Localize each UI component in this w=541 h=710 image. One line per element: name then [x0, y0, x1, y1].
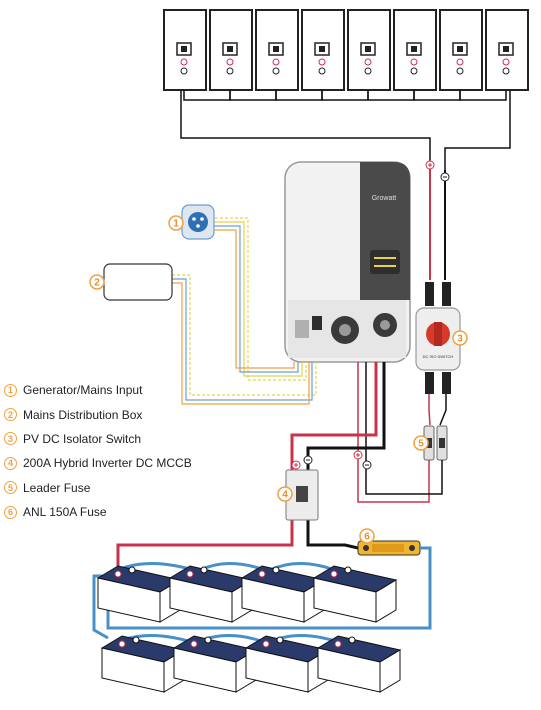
marker-6: 6	[359, 528, 375, 544]
inverter-terminals	[295, 313, 397, 344]
pv-series-link	[367, 90, 415, 101]
marker-2: 2	[89, 274, 105, 290]
svg-text:3: 3	[457, 334, 463, 345]
battery	[100, 635, 186, 693]
svg-text:4: 4	[282, 490, 288, 501]
inverter-pv-input-wiring	[357, 362, 443, 503]
leader-fuse	[423, 425, 448, 461]
legend-number: 3	[4, 432, 17, 446]
battery-bank	[96, 565, 402, 693]
legend: 1 Generator/Mains Input 2 Mains Distributio…	[4, 378, 234, 524]
battery	[168, 565, 254, 623]
pv-series-link	[275, 90, 323, 101]
svg-text:5: 5	[418, 439, 424, 450]
legend-item: 3 PV DC Isolator Switch	[4, 427, 234, 451]
legend-number: 4	[4, 456, 17, 470]
legend-label: Leader Fuse	[23, 480, 91, 495]
legend-label: PV DC Isolator Switch	[23, 431, 142, 446]
marker-3: 3	[452, 330, 468, 346]
negative-icon	[303, 455, 313, 465]
marker-1: 1	[168, 215, 184, 231]
legend-number: 5	[4, 481, 17, 495]
hybrid-inverter-dc-mccb	[285, 469, 319, 521]
pv-panel	[393, 9, 437, 91]
legend-item: 5 Leader Fuse	[4, 476, 234, 500]
negative-icon	[362, 460, 372, 470]
pv-dc-isolator-switch: DC ISO SWITCH	[415, 282, 461, 394]
polarity-markers	[291, 160, 450, 470]
pv-isolator-to-fuse-wiring	[428, 394, 447, 426]
legend-item: 2 Mains Distribution Box	[4, 402, 234, 426]
pv-panel	[255, 9, 299, 91]
isolator-label: DC ISO SWITCH	[423, 354, 454, 359]
svg-text:6: 6	[364, 532, 370, 543]
svg-text:2: 2	[94, 278, 100, 289]
marker-4: 4	[277, 486, 293, 502]
pv-string-wiring	[180, 90, 511, 280]
pv-panel	[347, 9, 391, 91]
pv-series-link	[459, 90, 507, 101]
battery	[172, 635, 258, 693]
hybrid-inverter: Growatt	[284, 161, 411, 363]
positive-icon	[353, 450, 363, 460]
svg-text:1: 1	[173, 219, 179, 230]
pv-panel	[301, 9, 345, 91]
pv-series-link	[183, 90, 231, 101]
pv-series-link	[413, 90, 461, 101]
inverter-display	[370, 250, 400, 274]
legend-label: ANL 150A Fuse	[23, 505, 107, 520]
legend-label: 200A Hybrid Inverter DC MCCB	[23, 456, 192, 471]
legend-number: 6	[4, 505, 17, 519]
generator-mains-input	[181, 204, 215, 240]
negative-icon	[440, 172, 450, 182]
battery	[96, 565, 182, 623]
pv-array	[163, 9, 529, 101]
pv-panel	[485, 9, 529, 91]
pv-series-link	[321, 90, 369, 101]
battery	[240, 565, 326, 623]
pv-series-link	[229, 90, 277, 101]
pv-panel	[163, 9, 207, 91]
legend-label: Generator/Mains Input	[23, 383, 143, 398]
battery	[312, 565, 398, 623]
legend-item: 4 200A Hybrid Inverter DC MCCB	[4, 451, 234, 475]
positive-icon	[291, 460, 301, 470]
legend-item: 6 ANL 150A Fuse	[4, 500, 234, 524]
pv-panel	[209, 9, 253, 91]
legend-label: Mains Distribution Box	[23, 407, 143, 422]
legend-item: 1 Generator/Mains Input	[4, 378, 234, 402]
inverter-brand-label: Growatt	[372, 195, 397, 202]
anl-fuse	[357, 540, 421, 556]
mains-distribution-box	[103, 263, 173, 301]
battery	[316, 635, 402, 693]
pv-panel	[439, 9, 483, 91]
ac-wiring	[172, 217, 317, 405]
positive-icon	[425, 160, 435, 170]
battery	[244, 635, 330, 693]
legend-number: 2	[4, 408, 17, 422]
marker-5: 5	[413, 435, 429, 451]
legend-number: 1	[4, 383, 17, 397]
